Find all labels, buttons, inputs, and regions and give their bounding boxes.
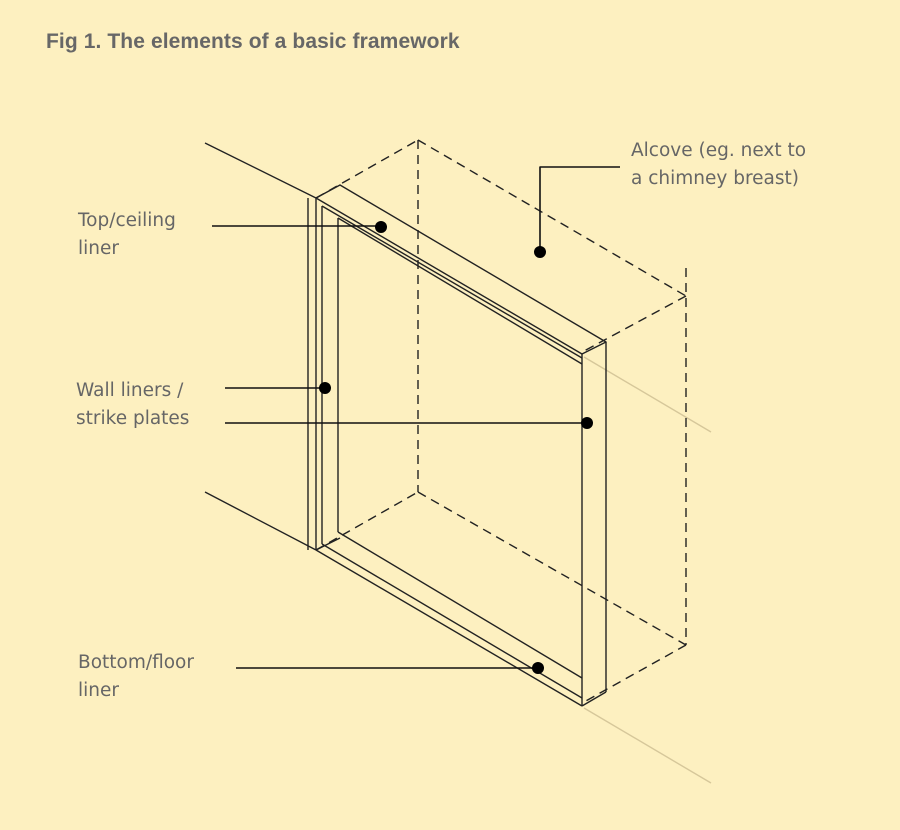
wall-liner-right-dot xyxy=(581,417,593,429)
wall-edge-upper xyxy=(204,142,317,199)
callout-lines xyxy=(212,166,620,669)
bottom-liner xyxy=(315,531,583,707)
top-liner-dot xyxy=(375,221,387,233)
wall-liners-label: Wall liners / strike plates xyxy=(76,380,190,429)
figure-title: Fig 1. The elements of a basic framework xyxy=(46,30,460,53)
top-liner xyxy=(315,184,607,365)
wall-line-right-upper xyxy=(583,356,712,433)
bottom-liner-label: Bottom/floor liner xyxy=(78,652,194,701)
wall-liner-left-dot xyxy=(319,382,331,394)
right-wall-liner xyxy=(581,342,607,707)
alcove-label: Alcove (eg. next to a chimney breast) xyxy=(631,140,807,189)
wall-edge-lower xyxy=(204,491,317,551)
left-wall-liner xyxy=(315,198,339,550)
alcove-dot xyxy=(534,246,546,258)
wall-line-right-lower xyxy=(583,707,712,784)
top-liner-label: Top/ceiling liner xyxy=(78,210,176,259)
alcove-dashed-box xyxy=(315,139,687,703)
alcove-leader xyxy=(539,166,620,252)
bottom-liner-dot xyxy=(532,662,544,674)
